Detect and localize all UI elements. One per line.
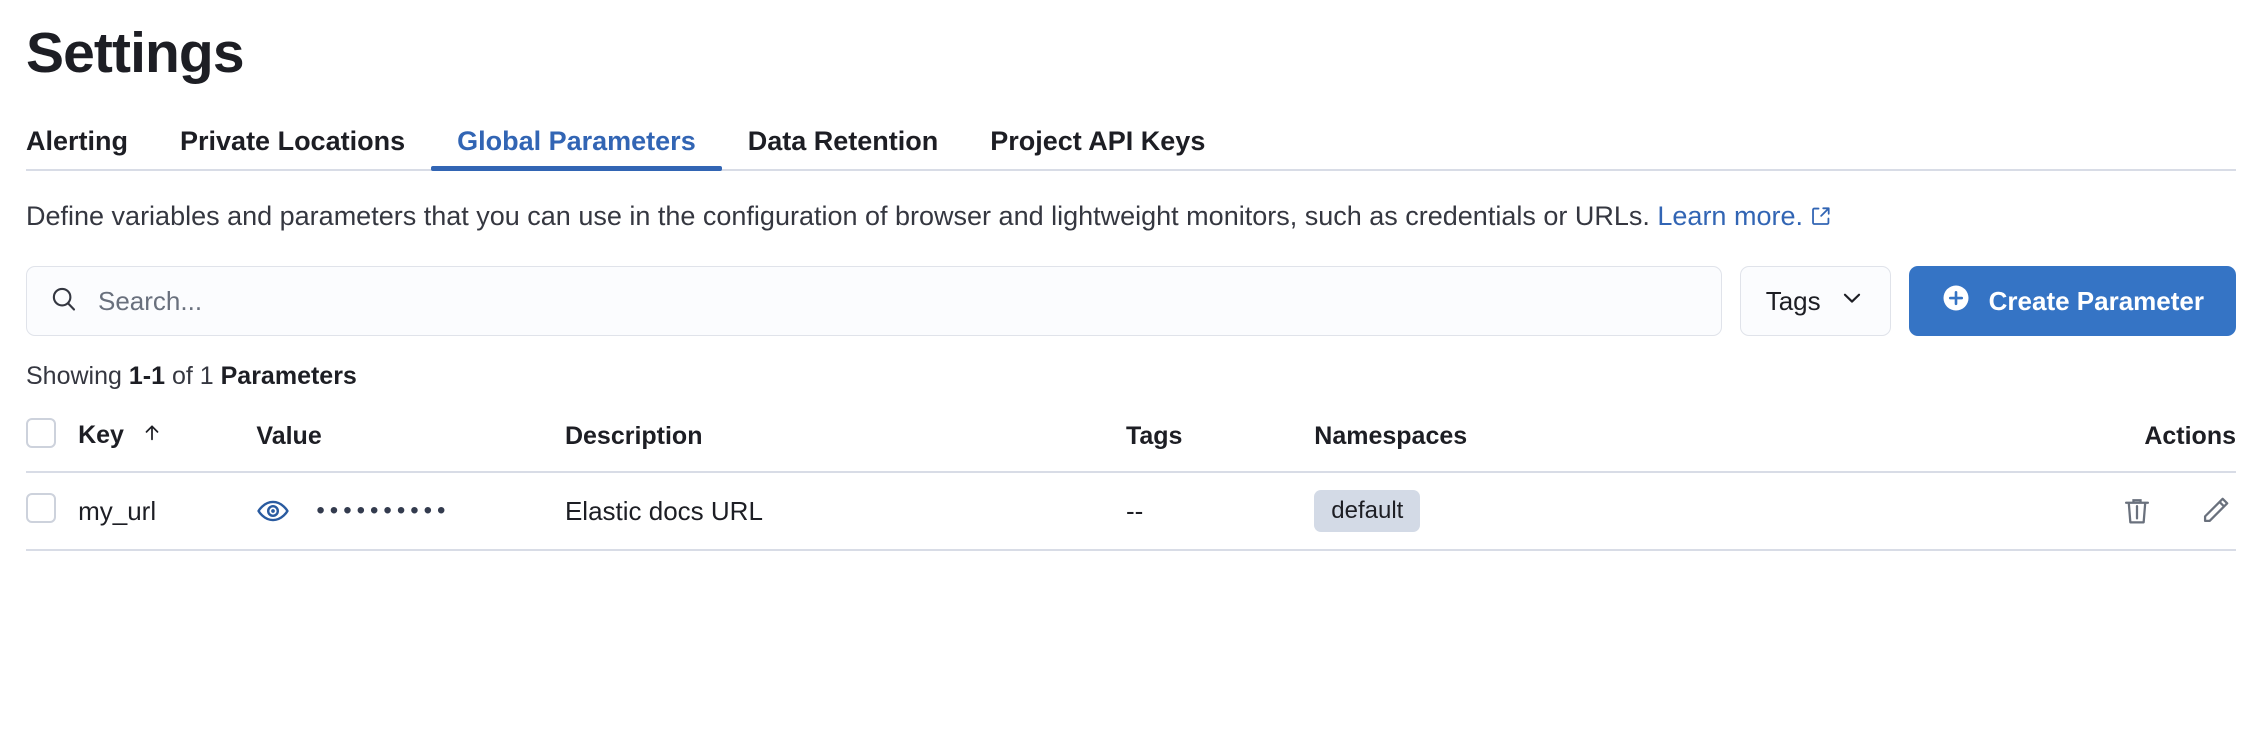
- trash-icon[interactable]: [2120, 494, 2154, 528]
- row-select-cell: [26, 472, 79, 552]
- learn-more-link[interactable]: Learn more.: [1657, 201, 1803, 231]
- tab-alerting[interactable]: Alerting: [26, 128, 154, 169]
- controls-bar: Tags Create Parameter: [26, 266, 2236, 337]
- tab-label: Private Locations: [180, 126, 406, 156]
- cell-description: Elastic docs URL: [564, 472, 1126, 552]
- search-icon: [49, 284, 79, 319]
- cell-tags: --: [1125, 472, 1315, 552]
- description-text: Define variables and parameters that you…: [26, 199, 2236, 235]
- tab-data-retention[interactable]: Data Retention: [722, 128, 965, 169]
- description-body: Define variables and parameters that you…: [26, 201, 1650, 231]
- results-range: 1-1: [128, 362, 165, 391]
- cell-actions: [1935, 472, 2236, 552]
- row-checkbox[interactable]: [26, 492, 56, 523]
- eye-icon[interactable]: [256, 494, 290, 528]
- tab-project-api-keys[interactable]: Project API Keys: [964, 128, 1231, 169]
- settings-tabs: Alerting Private Locations Global Parame…: [26, 113, 2236, 171]
- chevron-down-icon: [1839, 285, 1865, 318]
- results-count: Showing 1-1 of 1 Parameters: [26, 364, 2236, 389]
- plus-circle-icon: [1941, 283, 1971, 320]
- tab-label: Alerting: [26, 126, 129, 156]
- column-header-tags: Tags: [1125, 411, 1315, 474]
- parameters-table: Key Value Description Tags Namespaces Ac…: [26, 411, 2236, 552]
- create-parameter-label: Create Parameter: [1988, 285, 2204, 316]
- column-header-actions: Actions: [1935, 411, 2236, 474]
- tab-private-locations[interactable]: Private Locations: [154, 128, 431, 169]
- pencil-icon[interactable]: [2198, 494, 2232, 528]
- results-entity: Parameters: [220, 362, 357, 391]
- page-title: Settings: [26, 21, 245, 85]
- tab-label: Global Parameters: [457, 126, 696, 156]
- tags-filter-label: Tags: [1765, 285, 1821, 316]
- value-wrapper: ••••••••••: [256, 494, 565, 528]
- table-row: my_url •••••••••• Elastic docs URL -- de…: [26, 472, 2236, 552]
- cell-value: ••••••••••: [256, 472, 565, 552]
- search-input[interactable]: [96, 266, 1699, 337]
- actions-wrapper: [1935, 494, 2236, 528]
- search-box[interactable]: [26, 266, 1722, 337]
- tab-label: Project API Keys: [990, 126, 1206, 156]
- masked-value: ••••••••••: [316, 497, 451, 525]
- column-header-key-label: Key: [78, 421, 124, 450]
- sort-ascending-icon: [141, 422, 163, 451]
- tab-label: Data Retention: [747, 126, 939, 156]
- learn-more-label: Learn more.: [1657, 201, 1803, 231]
- table-body: my_url •••••••••• Elastic docs URL -- de…: [26, 472, 2236, 552]
- results-of: of: [171, 362, 193, 391]
- results-prefix: Showing: [26, 362, 122, 391]
- cell-key: my_url: [78, 472, 257, 552]
- tags-filter-button[interactable]: Tags: [1739, 266, 1891, 337]
- tab-global-parameters[interactable]: Global Parameters: [431, 126, 722, 171]
- column-header-description: Description: [564, 411, 1126, 474]
- results-total: 1: [199, 362, 214, 391]
- column-header-key[interactable]: Key: [78, 411, 257, 474]
- external-link-icon: [1810, 201, 1832, 235]
- column-header-namespaces: Namespaces: [1314, 411, 1936, 474]
- namespace-badge: default: [1314, 490, 1421, 533]
- cell-namespaces: default: [1314, 472, 1936, 552]
- select-all-cell: [26, 411, 79, 474]
- select-all-checkbox[interactable]: [26, 417, 56, 448]
- table-header-row: Key Value Description Tags Namespaces Ac…: [26, 411, 2236, 474]
- table-head: Key Value Description Tags Namespaces Ac…: [26, 411, 2236, 474]
- create-parameter-button[interactable]: Create Parameter: [1908, 266, 2236, 337]
- column-header-value: Value: [256, 411, 565, 474]
